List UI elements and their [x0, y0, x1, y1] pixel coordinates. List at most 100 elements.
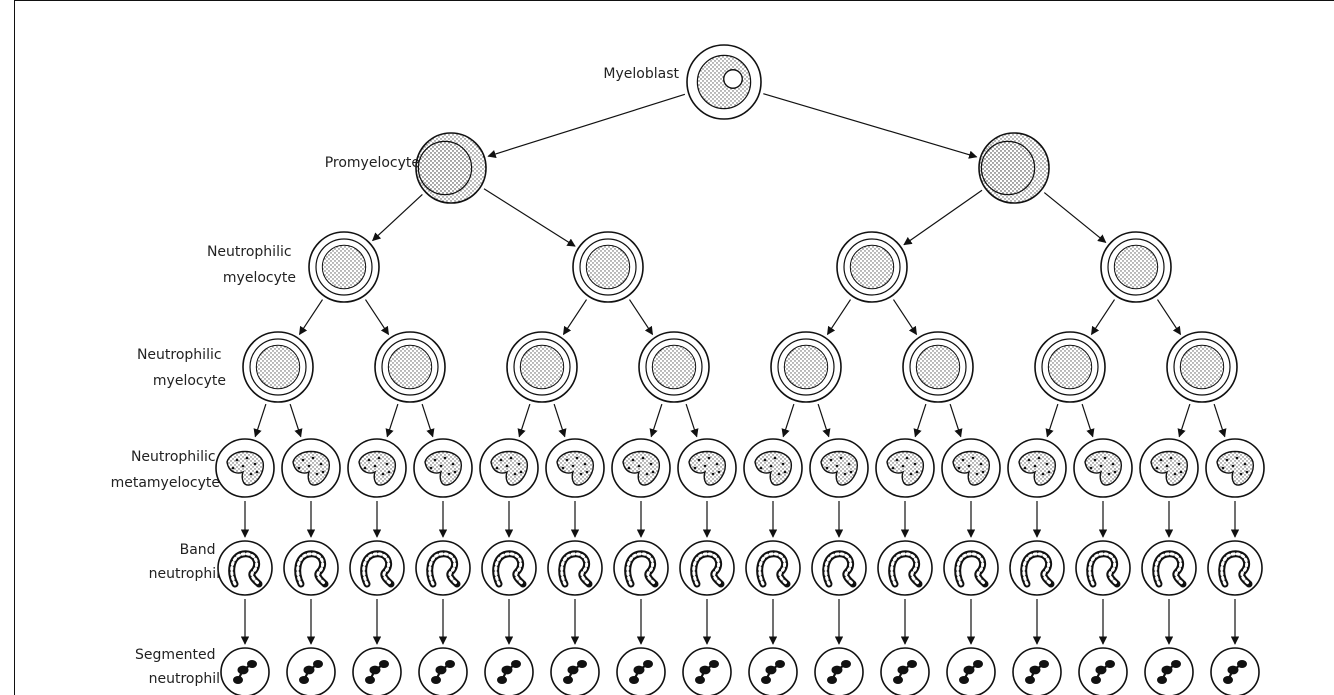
myelocyte-b-cell-nucleus: [519, 344, 565, 390]
band-neutrophil-cell: [481, 540, 537, 596]
arrow-myelocyte-to-metamyelocyte: [949, 403, 963, 438]
myelocyte-a-cell: [836, 231, 908, 303]
segmented-neutrophil-cell: [1078, 647, 1128, 695]
myelocyte-a-cell: [308, 231, 380, 303]
band-outer: [1009, 540, 1065, 596]
myelocyte-a-cell-nucleus: [321, 244, 367, 290]
myelocyte-b-cell-nucleus: [1179, 344, 1225, 390]
metamyelocyte-cell: [545, 438, 605, 498]
metamyelocyte-cell: [809, 438, 869, 498]
band-neutrophil-cell: [1207, 540, 1263, 596]
arrow-myelocyte-to-metamyelocyte: [253, 403, 267, 438]
arrow-myelocyte-to-metamyelocyte: [517, 403, 531, 438]
band-neutrophil-cell: [1009, 540, 1065, 596]
labels-layer: Myeloblast Promyelocyte Neutrophilic mye…: [111, 66, 680, 687]
segmented-neutrophil-cell: [1012, 647, 1062, 695]
metamyelocyte-cell: [1139, 438, 1199, 498]
band-outer: [1075, 540, 1131, 596]
metamyelocyte-cell: [1073, 438, 1133, 498]
label-band: Band neutrophil: [149, 542, 220, 582]
arrow-myelocyte-to-myelocyte: [1090, 299, 1116, 336]
metamyelocyte-cell: [1205, 438, 1265, 498]
band-outer: [217, 540, 273, 596]
myelocyte-b-cell: [242, 331, 314, 403]
label-segmented: Segmented neutrophil: [135, 647, 220, 687]
band-neutrophil-cell: [745, 540, 801, 596]
myelocyte-b-cell-nucleus: [783, 344, 829, 390]
arrow-myelocyte-to-metamyelocyte: [385, 403, 399, 438]
band-neutrophil-cell: [349, 540, 405, 596]
myelocyte-b-cell: [770, 331, 842, 403]
arrow-myelocyte-to-myelocyte: [892, 299, 918, 336]
band-neutrophil-cell: [1075, 540, 1131, 596]
label-myelocyte-a: Neutrophilic myelocyte: [207, 244, 296, 286]
cells-layer: [215, 44, 1265, 695]
segmented-neutrophil-cell: [1210, 647, 1260, 695]
label-promyelocyte: Promyelocyte: [325, 155, 420, 171]
myeloblast-nucleolus: [723, 69, 743, 89]
myelocyte-a-cell-nucleus: [849, 244, 895, 290]
myelocyte-b-cell-nucleus: [915, 344, 961, 390]
myelocyte-b-cell: [638, 331, 710, 403]
segmented-neutrophil-cell: [286, 647, 336, 695]
diagram-frame: Myeloblast Promyelocyte Neutrophilic mye…: [14, 0, 1334, 695]
band-outer: [547, 540, 603, 596]
metamyelocyte-cell: [413, 438, 473, 498]
metamyelocyte-cell: [677, 438, 737, 498]
arrow-myelocyte-to-metamyelocyte: [1177, 403, 1191, 438]
metamyelocyte-cell: [215, 438, 275, 498]
arrow-pro-to-myelocyte: [483, 188, 576, 247]
arrow-myelocyte-to-metamyelocyte: [1213, 403, 1227, 438]
arrow-myelocyte-to-metamyelocyte: [649, 403, 663, 438]
band-neutrophil-cell: [217, 540, 273, 596]
myelocyte-b-cell-nucleus: [387, 344, 433, 390]
arrow-pro-to-myelocyte: [1043, 192, 1107, 243]
arrow-myelocyte-to-myelocyte: [364, 299, 390, 336]
myelocyte-a-cell: [572, 231, 644, 303]
segmented-neutrophil-cell: [814, 647, 864, 695]
arrow-myelocyte-to-myelocyte: [826, 299, 852, 336]
band-neutrophil-cell: [613, 540, 669, 596]
arrow-myelocyte-to-metamyelocyte: [1045, 403, 1059, 438]
band-outer: [943, 540, 999, 596]
myelocyte-a-cell: [1100, 231, 1172, 303]
band-outer: [877, 540, 933, 596]
myelocyte-b-cell: [902, 331, 974, 403]
band-outer: [745, 540, 801, 596]
segmented-neutrophil-cell: [616, 647, 666, 695]
metamyelocyte-cell: [743, 438, 803, 498]
arrow-myelocyte-to-metamyelocyte: [781, 403, 795, 438]
segmented-neutrophil-cell: [946, 647, 996, 695]
arrow-myelocyte-to-metamyelocyte: [289, 403, 303, 438]
arrow-myelocyte-to-myelocyte: [628, 299, 654, 336]
myelocyte-b-cell: [1034, 331, 1106, 403]
myeloblast-cell: [686, 44, 762, 120]
segmented-neutrophil-cell: [682, 647, 732, 695]
metamyelocyte-cell: [875, 438, 935, 498]
metamyelocyte-cell: [347, 438, 407, 498]
arrow-pro-to-myelocyte: [372, 194, 423, 242]
arrows-layer: [240, 93, 1240, 645]
segmented-neutrophil-cell: [880, 647, 930, 695]
promyelocyte-nucleus: [980, 140, 1036, 196]
arrow-myelocyte-to-metamyelocyte: [685, 403, 699, 438]
band-outer: [349, 540, 405, 596]
arrow-myelocyte-to-metamyelocyte: [421, 403, 435, 438]
band-outer: [1207, 540, 1263, 596]
band-outer: [613, 540, 669, 596]
myelocyte-a-cell-nucleus: [585, 244, 631, 290]
segmented-neutrophil-cell: [1144, 647, 1194, 695]
promyelocyte-cell: [415, 132, 487, 204]
band-neutrophil-cell: [547, 540, 603, 596]
promyelocyte-nucleus: [417, 140, 473, 196]
band-neutrophil-cell: [283, 540, 339, 596]
band-neutrophil-cell: [415, 540, 471, 596]
band-neutrophil-cell: [811, 540, 867, 596]
metamyelocyte-cell: [479, 438, 539, 498]
myelocyte-b-cell-nucleus: [651, 344, 697, 390]
arrow-myelocyte-to-myelocyte: [298, 299, 324, 336]
band-outer: [283, 540, 339, 596]
segmented-neutrophil-cell: [484, 647, 534, 695]
segmented-neutrophil-cell: [550, 647, 600, 695]
band-outer: [415, 540, 471, 596]
